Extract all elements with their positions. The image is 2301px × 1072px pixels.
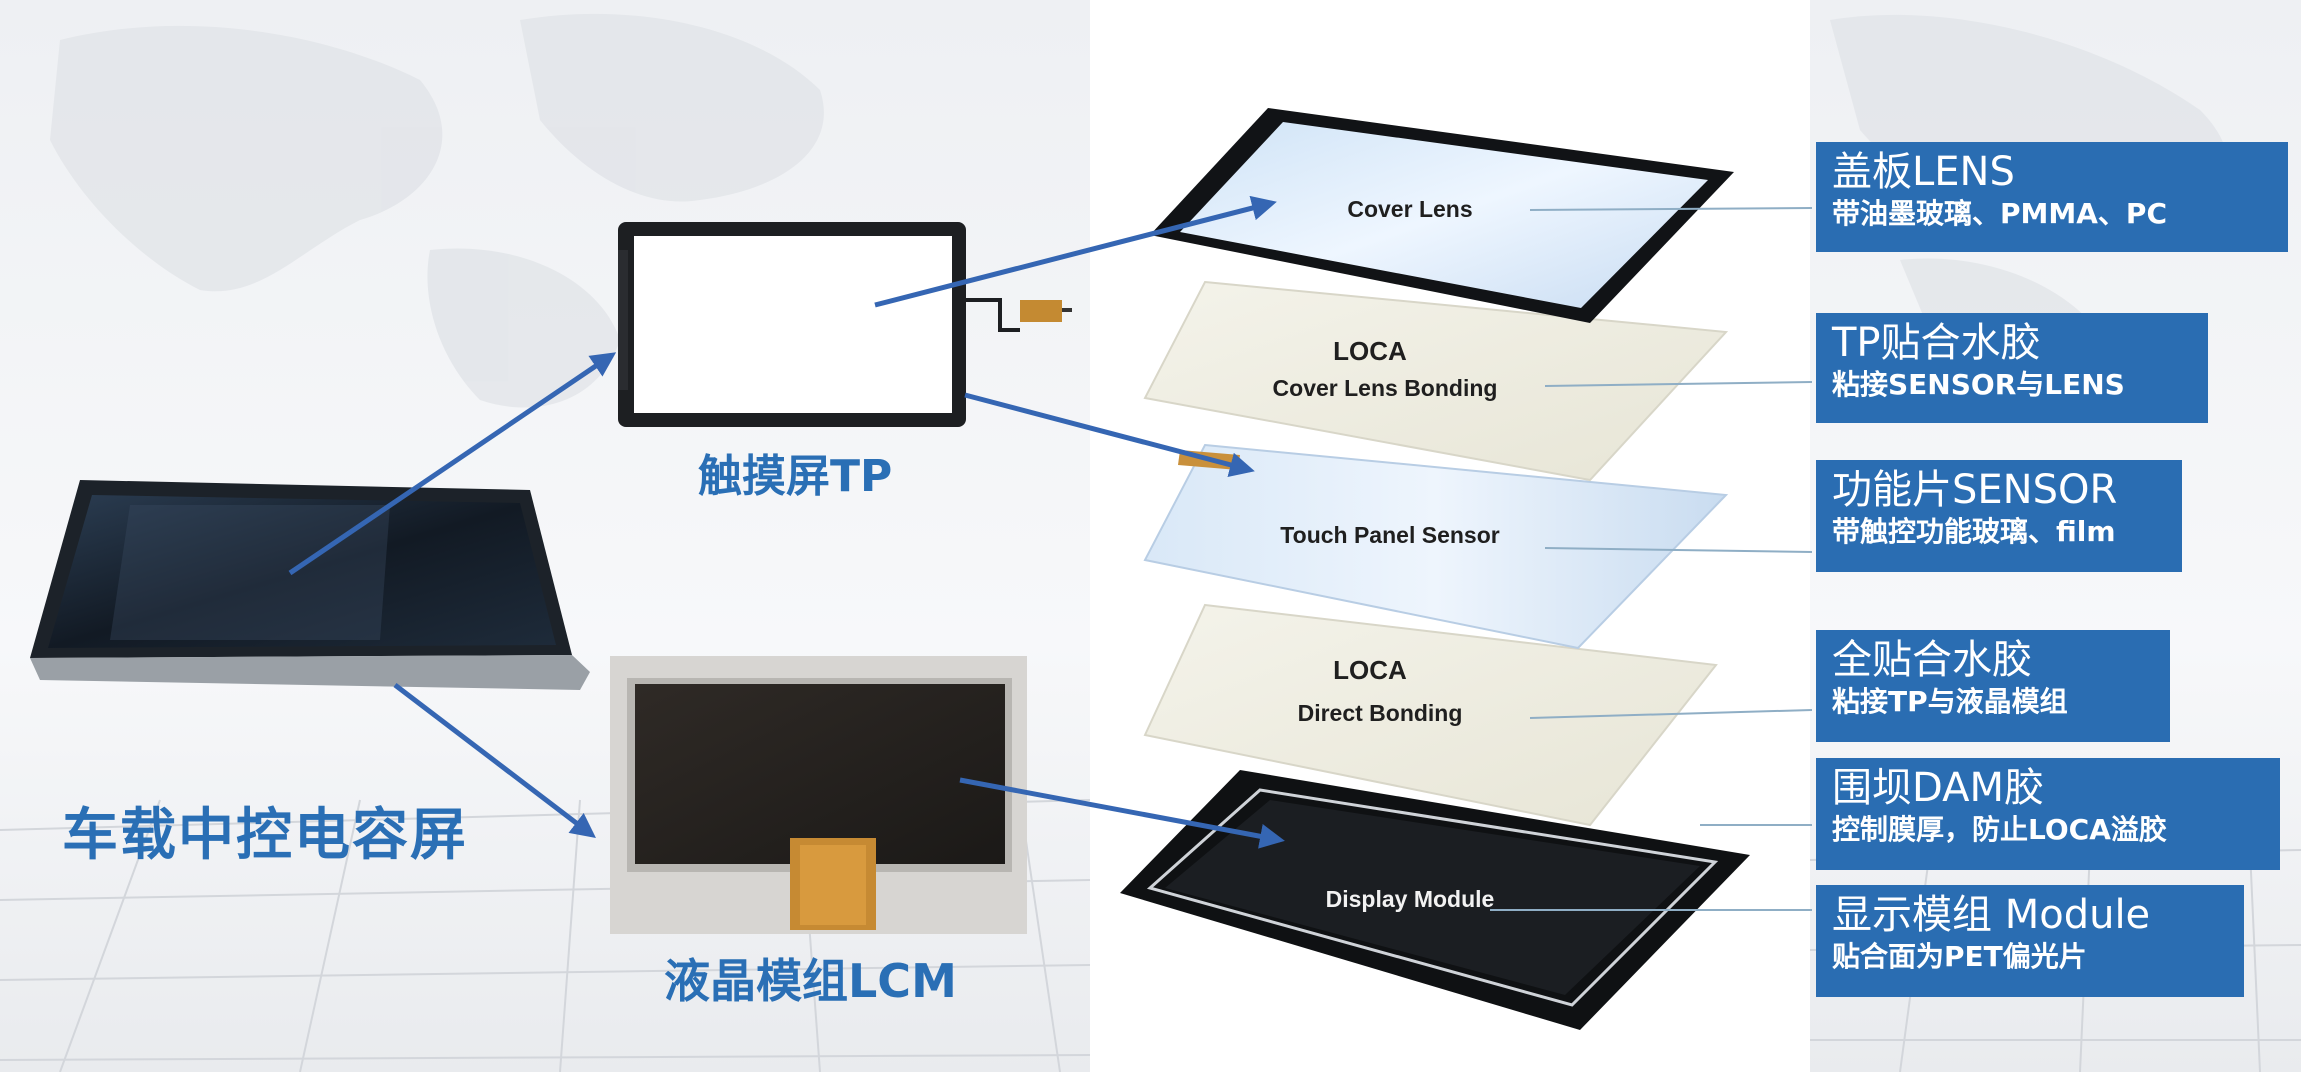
touch-panel-image — [618, 222, 1072, 427]
info-box-sensor: 功能片SENSOR 带触控功能玻璃、film — [1816, 460, 2182, 572]
info-subtitle: 贴合面为PET偏光片 — [1832, 940, 2087, 973]
info-subtitle: 控制膜厚，防止LOCA溢胶 — [1832, 813, 2167, 846]
info-title: 围坝DAM胶 — [1832, 765, 2044, 811]
flow-arrows — [288, 195, 1285, 849]
info-title: 功能片SENSOR — [1832, 467, 2118, 513]
caption-lcm: 液晶模组LCM — [664, 954, 957, 1008]
info-box-display-module: 显示模组 Module 贴合面为PET偏光片 — [1816, 885, 2244, 997]
label-loca-1: LOCA — [1333, 336, 1407, 366]
info-subtitle: 带油墨玻璃、PMMA、PC — [1832, 197, 2167, 230]
connector-lines — [1490, 207, 1813, 911]
info-title: TP贴合水胶 — [1832, 320, 2041, 366]
label-display-module: Display Module — [1325, 886, 1495, 912]
label-cover-lens-bonding: Cover Lens Bonding — [1272, 375, 1498, 401]
info-subtitle: 粘接SENSOR与LENS — [1832, 368, 2125, 401]
label-touch-panel-sensor: Touch Panel Sensor — [1280, 522, 1500, 548]
label-direct-bonding: Direct Bonding — [1297, 700, 1463, 726]
info-subtitle: 粘接TP与液晶模组 — [1832, 685, 2068, 718]
info-box-cover-lens: 盖板LENS 带油墨玻璃、PMMA、PC — [1816, 142, 2288, 252]
lcm-module-image — [610, 656, 1027, 934]
label-loca-2: LOCA — [1333, 655, 1407, 685]
cover-lens-layer — [1150, 108, 1734, 323]
info-box-tp-adhesive: TP贴合水胶 粘接SENSOR与LENS — [1816, 313, 2208, 423]
label-cover-lens: Cover Lens — [1347, 196, 1473, 222]
info-title: 全贴合水胶 — [1832, 637, 2032, 683]
caption-touch-panel: 触摸屏TP — [698, 451, 893, 502]
car-head-unit-image — [30, 480, 590, 690]
info-box-dam-adhesive: 围坝DAM胶 控制膜厚，防止LOCA溢胶 — [1816, 758, 2280, 870]
caption-car-capacitive-screen: 车载中控电容屏 — [62, 803, 468, 868]
info-box-full-lamination: 全贴合水胶 粘接TP与液晶模组 — [1816, 630, 2170, 742]
loca-direct-bonding-layer — [1143, 603, 1718, 827]
info-subtitle: 带触控功能玻璃、film — [1832, 515, 2116, 548]
info-title: 盖板LENS — [1832, 149, 2015, 195]
info-title: 显示模组 Module — [1832, 892, 2151, 938]
